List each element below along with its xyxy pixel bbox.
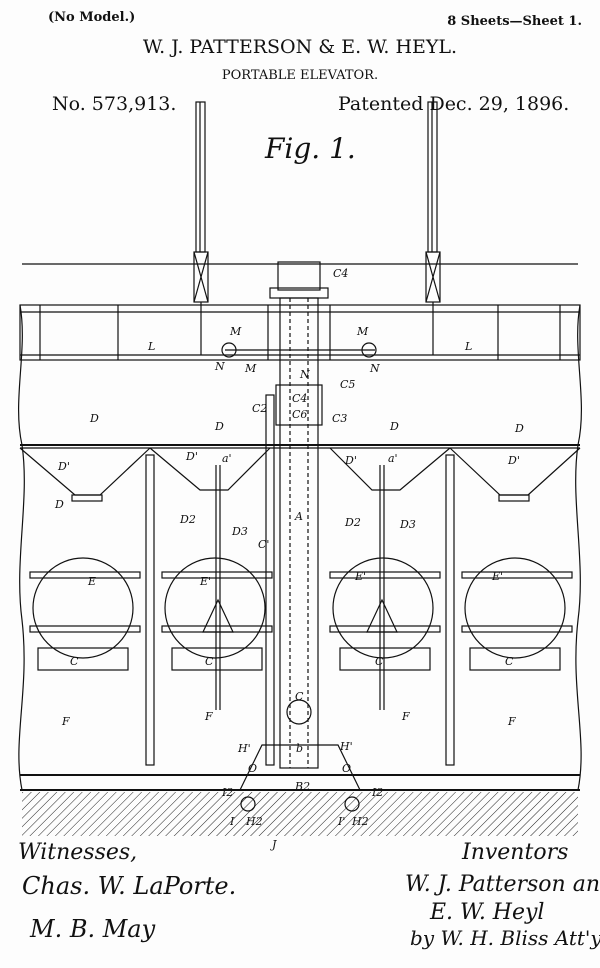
- label-d-prime: D': [507, 454, 520, 467]
- label-h-prime: H': [339, 740, 353, 753]
- label-e: E: [87, 575, 96, 588]
- mast-left: [193, 101, 209, 355]
- right-break-line: [575, 304, 582, 791]
- agitators: [202, 465, 398, 710]
- patent-number: No. 573,913.: [52, 93, 177, 115]
- label-n: N: [214, 360, 225, 373]
- inventor-names: W. J. PATTERSON & E. W. HEYL.: [142, 36, 458, 58]
- label-h2: H2: [351, 815, 369, 828]
- post-left: [145, 454, 155, 766]
- mast-right: [425, 101, 441, 355]
- label-a: A: [294, 510, 303, 523]
- drums: [29, 557, 573, 671]
- label-j: J: [270, 838, 277, 851]
- label-a-prime: a': [222, 452, 232, 465]
- label-i-prime: I': [337, 815, 345, 828]
- attorney-signature: by W. H. Bliss Att'y.: [410, 926, 600, 950]
- truss: [19, 304, 581, 361]
- label-c: C: [70, 655, 79, 668]
- label-d: D: [514, 422, 524, 435]
- label-i2: I2: [371, 786, 383, 799]
- no-model-note: (No Model.): [48, 10, 136, 25]
- label-f: F: [507, 715, 516, 728]
- label-d: D: [89, 412, 99, 425]
- label-e-prime: E': [354, 570, 366, 583]
- label-d-prime: D': [344, 454, 357, 467]
- inventor-signature-1: W. J. Patterson and: [405, 872, 600, 897]
- label-c4: C4: [333, 267, 348, 280]
- patent-title: PORTABLE ELEVATOR.: [221, 68, 379, 83]
- label-f: F: [401, 710, 410, 723]
- witness-signature-2: M. B. May: [30, 915, 156, 943]
- label-b2: B2: [294, 780, 310, 793]
- label-c: C: [205, 655, 214, 668]
- label-i2: I2: [221, 786, 233, 799]
- label-f: F: [61, 715, 70, 728]
- label-n: N: [299, 368, 310, 381]
- label-o: O: [248, 762, 257, 775]
- part-labels: C4 M M L L N M N N C2 C5 C3 C4 C6 D D D …: [54, 267, 524, 851]
- label-m: M: [356, 325, 369, 338]
- sheet-count: 8 Sheets—Sheet 1.: [447, 14, 582, 29]
- label-e-prime: E': [199, 575, 211, 588]
- label-l: L: [464, 340, 472, 353]
- label-b: b: [296, 742, 303, 755]
- label-d2: D2: [179, 513, 196, 526]
- label-d: D: [54, 498, 64, 511]
- elevator-column: [265, 261, 329, 769]
- inventors-label: Inventors: [462, 840, 569, 865]
- label-c5: C5: [340, 378, 355, 391]
- label-e-prime: E': [491, 570, 503, 583]
- hoppers: [19, 447, 581, 502]
- floor: [20, 744, 580, 836]
- label-d: D: [214, 420, 224, 433]
- label-c: C: [375, 655, 384, 668]
- witnesses-label: Witnesses,: [18, 840, 138, 865]
- label-d2: D2: [344, 516, 361, 529]
- label-h2: H2: [245, 815, 263, 828]
- label-a-prime: a': [388, 452, 398, 465]
- label-o: O: [342, 762, 351, 775]
- post-right: [445, 454, 455, 766]
- patent-date: Patented Dec. 29, 1896.: [338, 93, 570, 115]
- label-d: D: [389, 420, 399, 433]
- label-m: M: [229, 325, 242, 338]
- label-c6: C6: [292, 408, 307, 421]
- label-c4: C4: [292, 392, 307, 405]
- label-h-prime: H': [237, 742, 251, 755]
- label-c3: C3: [332, 412, 347, 425]
- label-d-prime: D': [57, 460, 70, 473]
- label-l: L: [147, 340, 155, 353]
- label-m: M: [244, 362, 257, 375]
- label-c-prime: C': [258, 538, 269, 551]
- witness-signature-1: Chas. W. LaPorte.: [22, 872, 237, 900]
- label-n: N: [369, 362, 380, 375]
- label-f: F: [204, 710, 213, 723]
- label-c: C: [295, 690, 304, 703]
- label-c: C: [505, 655, 514, 668]
- label-c2: C2: [252, 402, 267, 415]
- label-d3: D3: [399, 518, 416, 531]
- label-d3: D3: [231, 525, 248, 538]
- left-break-line: [18, 304, 25, 791]
- label-d-prime: D': [185, 450, 198, 463]
- label-i: I: [229, 815, 235, 828]
- figure-label: Fig. 1.: [265, 132, 356, 165]
- inventor-signature-2: E. W. Heyl: [430, 900, 545, 925]
